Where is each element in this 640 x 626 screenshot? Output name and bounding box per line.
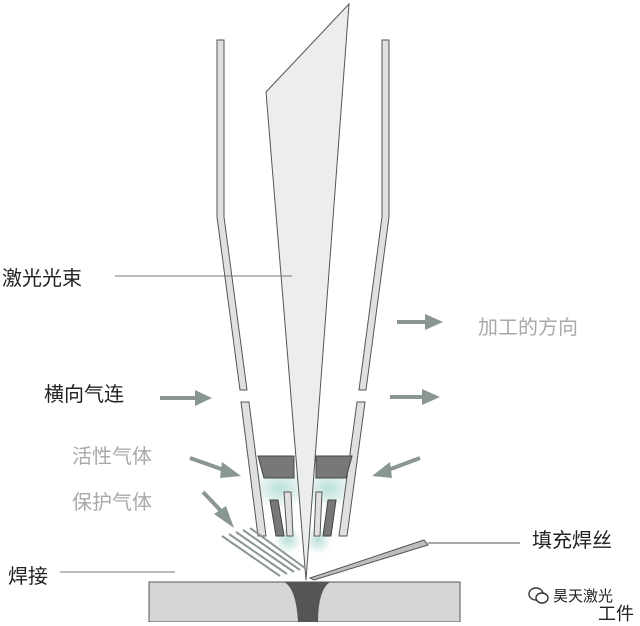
inner-tube-left-2 (283, 491, 294, 537)
filler-wire (308, 539, 429, 581)
nozzle-left-lower (240, 401, 267, 537)
filler-wire-label: 填充焊丝 (532, 528, 612, 552)
inner-tube-right-1 (313, 491, 323, 537)
watermark-text: 昊天激光 (553, 587, 614, 605)
laser-beam-label: 激光光束 (2, 266, 82, 290)
inner-tube-right-2 (322, 499, 337, 537)
arrows (160, 314, 443, 528)
nozzle-right-lower (338, 401, 366, 537)
watermark: 昊天激光 (529, 585, 613, 606)
laser-beam (265, 2, 350, 581)
active-gas-label: 活性气体 (72, 444, 152, 468)
processing-direction-label: 加工的方向 (478, 315, 578, 339)
nozzle-left-upper (216, 39, 248, 391)
inner-tube-left-1 (269, 499, 285, 537)
wechat-icon (528, 587, 549, 604)
workpiece-label: 工件 (598, 604, 634, 625)
gas-insert-right (315, 455, 353, 479)
weld-pool (284, 582, 330, 622)
nozzle-right-upper (358, 39, 390, 391)
welding-label: 焊接 (8, 564, 48, 588)
shielding-gas-stream (221, 527, 306, 577)
gas-insert-left (257, 455, 295, 479)
shielding-gas-label: 保护气体 (72, 490, 152, 514)
transverse-gas-label: 横向气连 (44, 382, 124, 406)
